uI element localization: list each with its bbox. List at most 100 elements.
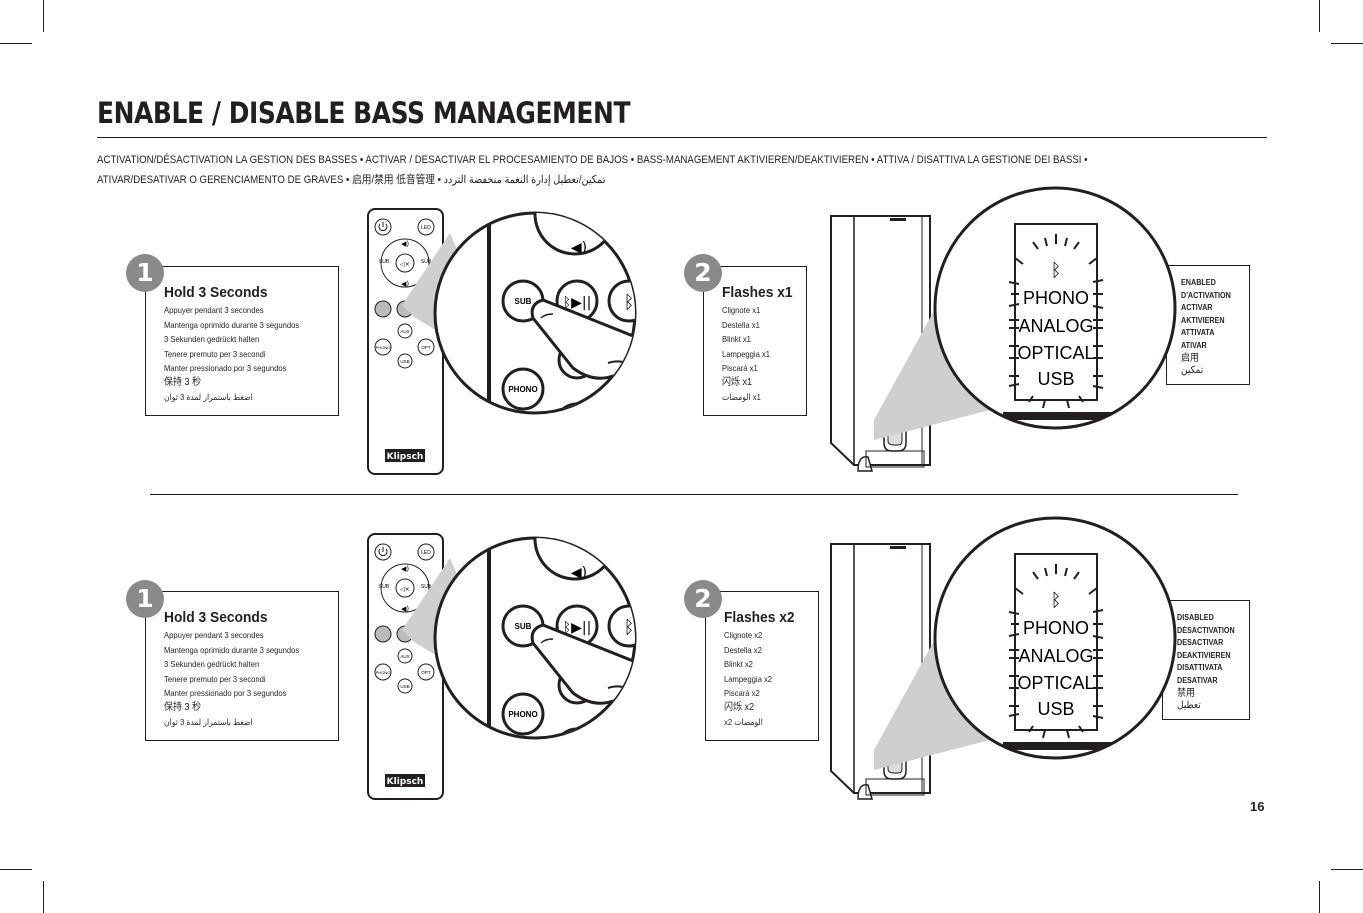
flash-line: Blinkt x1 bbox=[722, 334, 751, 344]
svg-text:◀): ◀) bbox=[401, 605, 409, 613]
remote-led-label: LED bbox=[421, 225, 431, 231]
zoom-projection bbox=[874, 300, 990, 440]
page-title: ENABLE / DISABLE BASS MANAGEMENT bbox=[97, 96, 631, 130]
display-input-phono: PHONO bbox=[1023, 618, 1089, 638]
remote-sub-label: SUB bbox=[379, 259, 390, 265]
flash-heading: Flashes x2 bbox=[724, 609, 795, 626]
section-divider bbox=[150, 494, 1238, 495]
step-number-badge: 2 bbox=[684, 254, 722, 292]
power-icon bbox=[374, 543, 392, 561]
zoomed-remote-detail: ◀) SUB ᛒ▶|| ᛒ PHONO bbox=[433, 211, 637, 415]
state-box-enabled: ENABLED D'ACTIVATION ACTIVAR AKTIVIEREN … bbox=[1166, 265, 1250, 385]
hold-line: Tenere premuto per 3 secondi bbox=[164, 673, 266, 684]
display-input-analog: ANALOG bbox=[1018, 316, 1093, 336]
play-pause-icon: ᛒ▶|| bbox=[563, 295, 592, 311]
state-line: ACTIVAR bbox=[1181, 303, 1213, 313]
hold-heading: Hold 3 Seconds bbox=[164, 609, 268, 626]
remote-opt-label: OPT bbox=[421, 345, 431, 350]
state-line: DISABLED bbox=[1177, 613, 1214, 622]
pointing-finger-icon bbox=[530, 298, 635, 389]
state-line: DÉSACTIVATION bbox=[1177, 625, 1235, 635]
bluetooth-icon: ᛒ bbox=[624, 617, 635, 638]
flash-heading: Flashes x1 bbox=[722, 284, 793, 301]
state-line: D'ACTIVATION bbox=[1181, 290, 1231, 300]
hold-line: 保持 3 秒 bbox=[164, 376, 202, 388]
step-number-badge: 2 bbox=[684, 580, 722, 618]
flash-line: Destella x2 bbox=[724, 644, 762, 655]
svg-text:◁×: ◁× bbox=[400, 261, 410, 268]
zoomed-display-detail: ᛒ PHONO ANALOG OPTICAL USB bbox=[933, 516, 1177, 760]
flash-line: الومضات x1 bbox=[722, 391, 761, 402]
state-line: DISATTIVATA bbox=[1177, 663, 1223, 673]
display-input-optical: OPTICAL bbox=[1017, 673, 1094, 693]
bluetooth-icon: ᛒ bbox=[624, 292, 635, 313]
flash-line: Piscará x2 bbox=[724, 688, 760, 698]
flash-line: Lampeggia x2 bbox=[724, 673, 773, 684]
flash-instructions-box: Flashes x1 Clignote x1 Destella x1 Blink… bbox=[703, 266, 807, 416]
remote-sub-label: SUB bbox=[379, 584, 390, 590]
crop-mark bbox=[43, 881, 44, 913]
zoom-phono-label: PHONO bbox=[508, 385, 537, 394]
pointing-finger-icon bbox=[530, 623, 635, 714]
flash-line: Clignote x2 bbox=[724, 630, 763, 640]
page-number: 16 bbox=[1250, 799, 1265, 814]
remote-phono-label: PHONO bbox=[376, 670, 391, 675]
flash-line: Piscará x1 bbox=[722, 363, 758, 373]
crop-mark bbox=[1319, 0, 1320, 32]
state-line: ATIVAR bbox=[1181, 340, 1207, 350]
crop-mark bbox=[1331, 869, 1363, 870]
hold-line: Tenere premuto per 3 secondi bbox=[164, 348, 266, 359]
remote-sub-label: SUB bbox=[421, 584, 432, 590]
display-input-usb: USB bbox=[1037, 699, 1074, 719]
hold-line: Appuyer pendant 3 secondes bbox=[164, 630, 264, 640]
power-icon bbox=[374, 218, 392, 236]
hold-line: Appuyer pendant 3 secondes bbox=[164, 305, 264, 315]
zoom-sub-label: SUB bbox=[515, 297, 532, 306]
zoom-sub-label: SUB bbox=[515, 622, 532, 631]
state-line: ATTIVATA bbox=[1181, 328, 1215, 338]
hold-instructions-box: Hold 3 Seconds Appuyer pendant 3 seconde… bbox=[145, 591, 339, 741]
remote-opt-label: OPT bbox=[421, 670, 431, 675]
state-line: تعطيل bbox=[1177, 699, 1201, 711]
zoomed-display-detail: ᛒ PHONO ANALOG OPTICAL USB bbox=[933, 186, 1177, 430]
state-line: تمكين bbox=[1181, 364, 1204, 376]
remote-aux-label: AUX bbox=[400, 329, 409, 334]
remote-usb-label: USB bbox=[400, 359, 409, 364]
display-input-analog: ANALOG bbox=[1018, 646, 1093, 666]
step-number-badge: 1 bbox=[126, 580, 164, 618]
hold-line: 3 Sekunden gedrückt halten bbox=[164, 334, 260, 344]
hold-heading: Hold 3 Seconds bbox=[164, 284, 268, 301]
flash-line: Clignote x1 bbox=[722, 305, 761, 315]
crop-mark bbox=[0, 43, 32, 44]
bluetooth-icon: ᛒ bbox=[1051, 590, 1062, 611]
state-line: DESACTIVAR bbox=[1177, 638, 1224, 648]
page-subtitle: ACTIVATION/DÉSACTIVATION LA GESTION DES … bbox=[97, 154, 1088, 186]
hold-instructions-box: Hold 3 Seconds Appuyer pendant 3 seconde… bbox=[145, 266, 339, 416]
volume-icon: ◀) bbox=[571, 240, 587, 256]
flash-line: 闪烁 x1 bbox=[722, 376, 753, 388]
display-input-optical: OPTICAL bbox=[1017, 343, 1094, 363]
state-line: AKTIVIEREN bbox=[1181, 315, 1225, 325]
remote-led-label: LED bbox=[421, 550, 431, 556]
flash-line: Destella x1 bbox=[722, 319, 760, 330]
remote-brand-logo: Klipsch bbox=[387, 452, 424, 462]
remote-phono-label: PHONO bbox=[376, 345, 391, 350]
hold-line: 保持 3 秒 bbox=[164, 701, 202, 713]
svg-text:◀): ◀) bbox=[401, 565, 409, 573]
crop-mark bbox=[0, 869, 32, 870]
svg-text:◀): ◀) bbox=[401, 280, 409, 288]
remote-usb-label: USB bbox=[400, 684, 409, 689]
svg-text:◀): ◀) bbox=[401, 240, 409, 248]
hold-line: 3 Sekunden gedrückt halten bbox=[164, 659, 260, 669]
display-input-usb: USB bbox=[1037, 369, 1074, 389]
remote-brand-logo: Klipsch bbox=[387, 777, 424, 787]
svg-text:◁×: ◁× bbox=[400, 586, 410, 593]
bluetooth-icon: ᛒ bbox=[1051, 260, 1062, 281]
state-line: 禁用 bbox=[1177, 687, 1195, 699]
title-rule bbox=[97, 137, 1267, 138]
zoomed-remote-detail: ◀) SUB ᛒ▶|| ᛒ PHONO bbox=[433, 536, 637, 740]
hold-line: Mantenga oprimido durante 3 segundos bbox=[164, 644, 300, 655]
hold-line: اضغط باستمرار لمدة 3 ثوان bbox=[164, 391, 253, 402]
zoom-projection bbox=[874, 630, 990, 770]
flash-instructions-box: Flashes x2 Clignote x2 Destella x2 Blink… bbox=[705, 591, 819, 741]
